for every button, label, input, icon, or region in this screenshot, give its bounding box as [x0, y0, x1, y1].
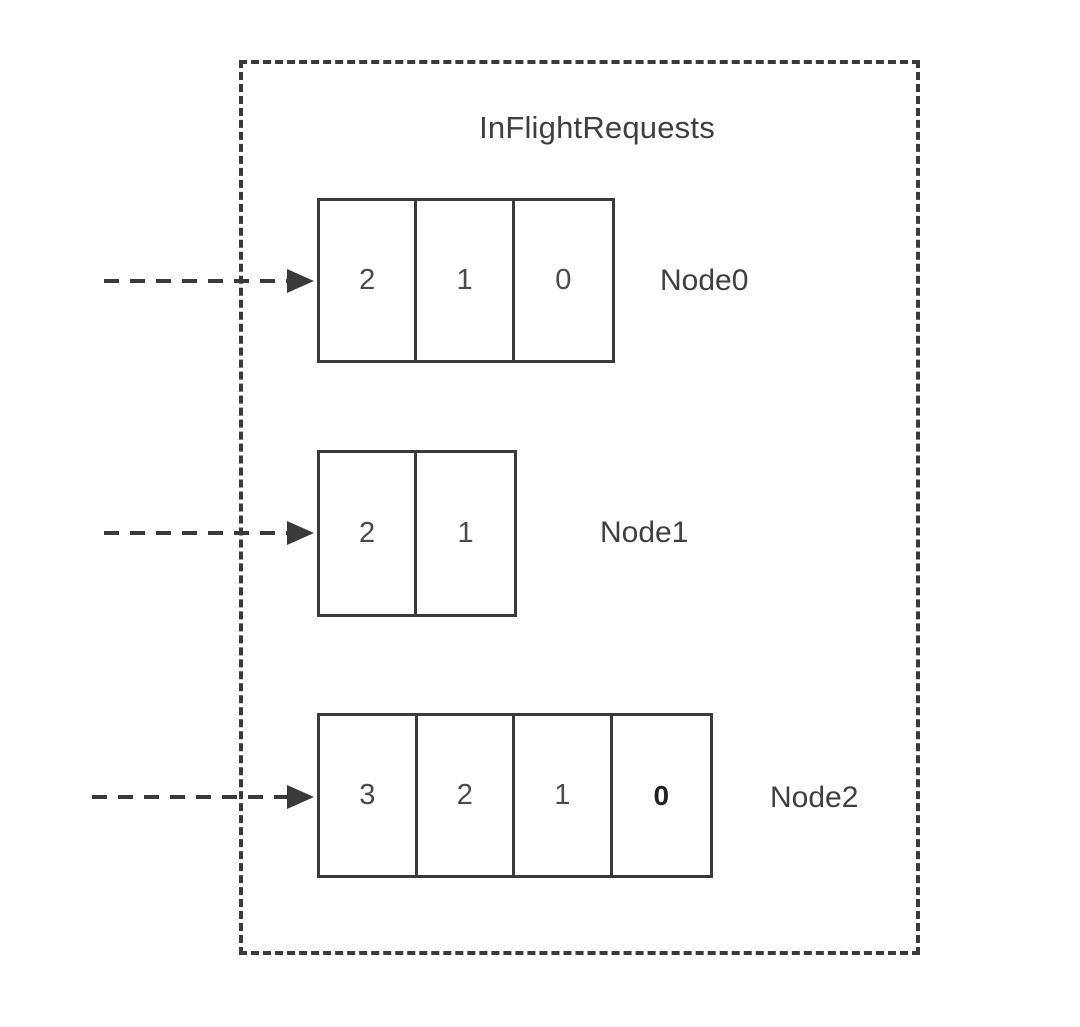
node-label-node2: Node2 [770, 781, 859, 814]
inflight-requests-container [239, 60, 920, 955]
inbound-request-arrow [104, 269, 314, 293]
arrow-head [287, 521, 314, 545]
diagram-title: InFlightRequests [479, 110, 715, 145]
inbound-request-arrow [92, 785, 314, 809]
arrow-head [287, 785, 314, 809]
queue-cell: 0 [653, 779, 670, 811]
inbound-request-arrow [104, 521, 314, 545]
queue-cell: 1 [515, 716, 613, 875]
node-label-node0: Node0 [660, 264, 749, 297]
queue-cell: 0 [555, 264, 572, 296]
node-label-node1: Node1 [600, 516, 689, 549]
queue-cell: 2 [418, 716, 516, 875]
queue-cell: 2 [320, 201, 418, 360]
queue-cell: 3 [320, 716, 418, 875]
queue-cell: 2 [320, 453, 418, 614]
queue-cell: 1 [457, 517, 474, 549]
queue-cell: 1 [417, 201, 515, 360]
arrow-head [287, 269, 314, 293]
